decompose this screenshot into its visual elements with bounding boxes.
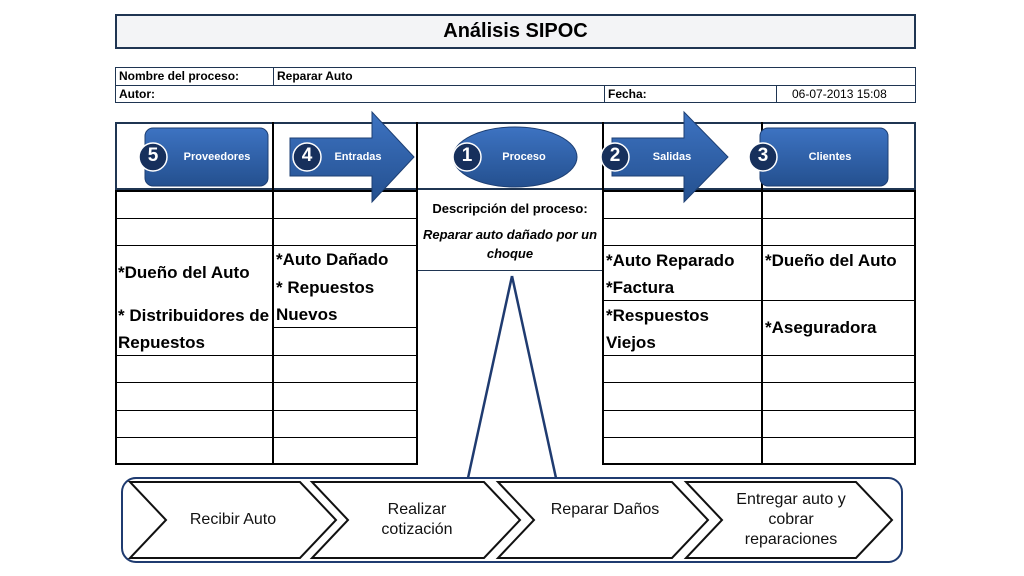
process-description-label: Descripción del proceso: — [432, 201, 588, 216]
meta-divider — [776, 85, 777, 102]
row-line — [602, 218, 916, 219]
author-label: Autor: — [119, 87, 155, 101]
row-line — [115, 382, 418, 383]
row-line — [602, 245, 916, 246]
number-badge — [600, 142, 630, 172]
meta-divider — [604, 85, 605, 102]
step-chevron — [495, 481, 710, 559]
row-line — [272, 245, 418, 246]
column-divider — [272, 122, 274, 465]
inputs-label: Entradas — [334, 151, 382, 163]
row-line — [602, 355, 916, 356]
process-name-label: Nombre del proceso: — [119, 69, 240, 83]
diagram-title: Análisis SIPOC — [115, 14, 916, 49]
process-step: Realizar cotización — [381, 501, 453, 538]
row-line — [115, 437, 418, 438]
process-name-value: Reparar Auto — [277, 69, 353, 83]
number-badge — [138, 142, 168, 172]
process-step: Recibir Auto — [189, 511, 277, 528]
row-line — [115, 410, 418, 411]
supplier-item: * Distribuidores de Repuestos — [118, 306, 270, 352]
output-item: *Auto Reparado — [606, 251, 735, 270]
process-step: Reparar Daños — [550, 501, 660, 518]
row-line — [115, 355, 418, 356]
process-description-text: Reparar auto dañado por un choque — [422, 227, 598, 261]
suppliers-number: 5 — [147, 145, 159, 166]
right-table — [602, 190, 916, 465]
row-line — [115, 218, 418, 219]
number-badge — [452, 142, 482, 172]
description-underline — [418, 270, 602, 271]
inputs-arrow — [289, 110, 415, 204]
input-item: * Repuestos Nuevos — [276, 278, 375, 324]
step-chevron — [309, 481, 522, 559]
meta-divider — [273, 68, 274, 85]
customers-number: 3 — [757, 145, 769, 166]
row-line — [272, 327, 418, 328]
suppliers-label: Proveedores — [183, 151, 251, 163]
row-line — [602, 437, 916, 438]
row-line — [115, 245, 272, 246]
column-divider — [761, 122, 763, 465]
column-divider — [416, 122, 418, 190]
customer-item: *Aseguradora — [765, 318, 877, 337]
input-item: *Auto Dañado — [276, 250, 389, 269]
outputs-arrow — [611, 110, 729, 204]
meta-table: Nombre del proceso: Reparar Auto Autor: … — [115, 67, 916, 103]
row-line — [761, 300, 916, 301]
row-line — [602, 382, 916, 383]
customers-label: Clientes — [808, 151, 852, 163]
outputs-label: Salidas — [652, 151, 692, 163]
supplier-item: *Dueño del Auto — [118, 263, 250, 282]
process-step: Entregar auto y cobrar reparaciones — [736, 491, 846, 548]
funnel-line — [510, 275, 558, 479]
output-item: *Factura — [606, 278, 675, 297]
step-chevron — [683, 481, 894, 559]
date-label: Fecha: — [608, 87, 647, 101]
inputs-number: 4 — [301, 145, 313, 166]
sipoc-header-band — [115, 122, 916, 190]
row-line — [602, 410, 916, 411]
output-item: *Respuestos Viejos — [606, 306, 709, 352]
process-label: Proceso — [502, 151, 546, 163]
funnel-line — [466, 275, 514, 479]
step-chevron — [127, 481, 338, 559]
number-badge — [748, 142, 778, 172]
outputs-number: 2 — [609, 145, 621, 166]
date-value: 06-07-2013 15:08 — [792, 87, 887, 101]
number-badge — [292, 142, 322, 172]
row-line — [602, 300, 761, 301]
process-number: 1 — [461, 145, 473, 166]
customer-item: *Dueño del Auto — [765, 251, 897, 270]
meta-divider — [116, 85, 915, 86]
